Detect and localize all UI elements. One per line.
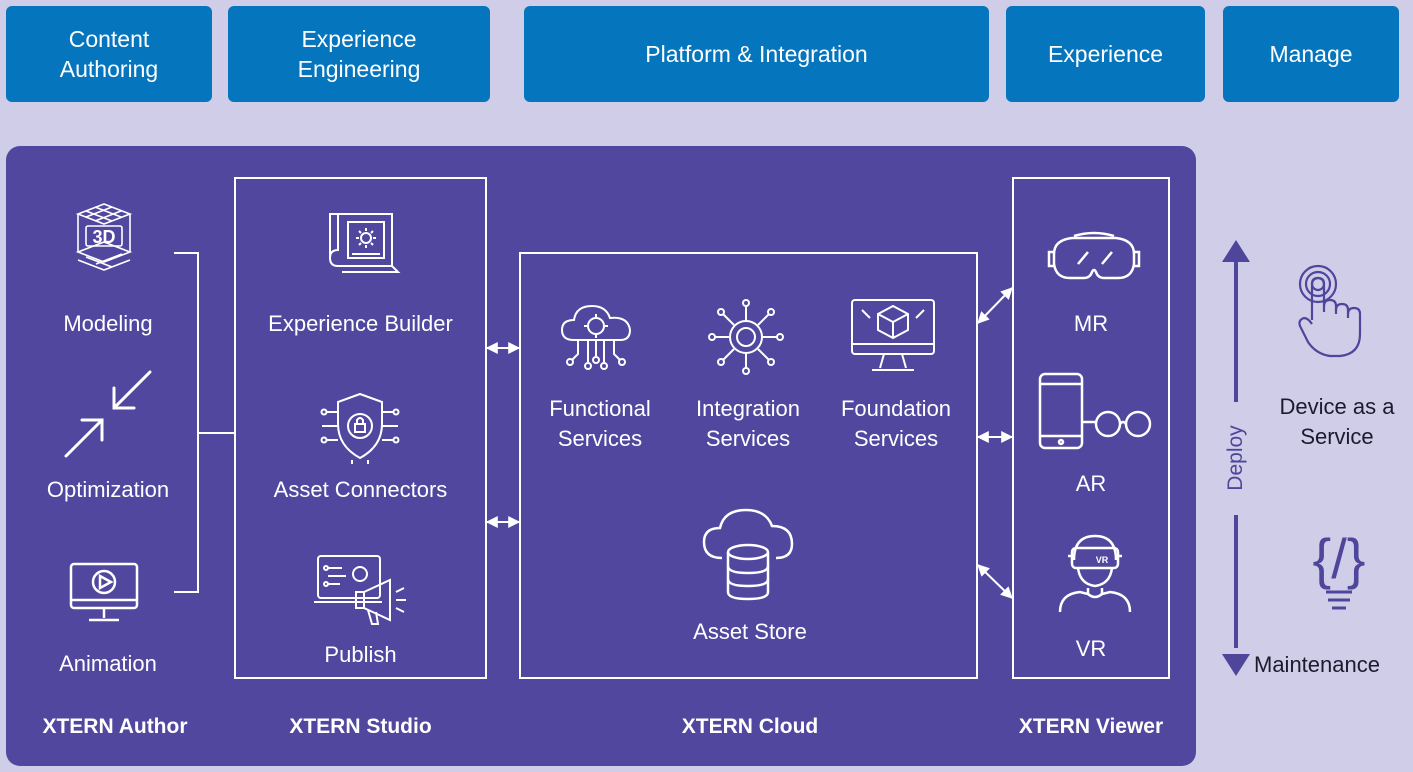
touch-hand-icon bbox=[1298, 264, 1362, 358]
cloud-integration-services: Integration Services bbox=[696, 396, 800, 451]
security-shield-gear-icon bbox=[320, 392, 400, 464]
cloud-asset-store: Asset Store bbox=[693, 619, 807, 644]
ar-phone-glasses-icon bbox=[1038, 372, 1152, 450]
mr-headset-icon bbox=[1047, 231, 1141, 280]
foundation-monitor-cube-icon bbox=[851, 299, 935, 371]
architecture-panel bbox=[6, 146, 1196, 766]
tab-platform-integration[interactable]: Platform & Integration bbox=[524, 6, 989, 102]
viewer-item-vr: VR bbox=[1075, 636, 1107, 661]
tab-content-authoring[interactable]: Content Authoring bbox=[6, 6, 212, 102]
integration-hub-icon bbox=[708, 299, 784, 375]
tab-experience-engineering[interactable]: Experience Engineering bbox=[228, 6, 490, 102]
vr-person-headset-icon: VR bbox=[1058, 534, 1132, 613]
3d-label: 3D bbox=[92, 227, 115, 247]
device-as-a-service-label: Device as a Service bbox=[1279, 394, 1395, 449]
deploy-label: Deploy bbox=[1224, 425, 1247, 491]
author-item-optimization: Optimization bbox=[46, 477, 170, 502]
video-monitor-icon bbox=[69, 562, 139, 622]
author-item-animation: Animation bbox=[59, 651, 157, 676]
viewer-box bbox=[1012, 177, 1170, 679]
studio-item-asset-connectors: Asset Connectors bbox=[273, 477, 448, 502]
cloud-box bbox=[519, 252, 978, 679]
svg-text:Deploy: Deploy bbox=[1224, 425, 1247, 491]
compress-arrows-icon bbox=[64, 370, 152, 458]
code-bulb-icon: {/} bbox=[1313, 527, 1366, 610]
studio-item-experience-builder: Experience Builder bbox=[268, 311, 453, 336]
cloud-functional-services: Functional Services bbox=[549, 396, 651, 451]
viewer-title: XTERN Viewer bbox=[1018, 715, 1164, 738]
maintenance-label: Maintenance bbox=[1254, 652, 1380, 677]
blueprint-scroll-icon bbox=[329, 213, 401, 273]
viewer-item-mr: MR bbox=[1073, 311, 1109, 336]
vr-badge-text: VR bbox=[1096, 555, 1109, 565]
3d-cube-icon: 3D bbox=[75, 203, 133, 271]
database-cloud-icon bbox=[702, 508, 794, 601]
cloud-title: XTERN Cloud bbox=[681, 715, 819, 738]
cloud-gear-circuit-icon bbox=[560, 304, 632, 370]
tab-experience[interactable]: Experience bbox=[1006, 6, 1205, 102]
publish-megaphone-icon bbox=[314, 555, 406, 625]
studio-box bbox=[234, 177, 487, 679]
tab-manage[interactable]: Manage bbox=[1223, 6, 1399, 102]
svg-text:{/}: {/} bbox=[1313, 527, 1366, 590]
author-title: XTERN Author bbox=[42, 715, 188, 738]
cloud-foundation-services: Foundation Services bbox=[840, 396, 952, 451]
author-item-modeling: Modeling bbox=[63, 311, 153, 336]
viewer-item-ar: AR bbox=[1075, 471, 1107, 496]
studio-item-publish: Publish bbox=[324, 642, 397, 667]
studio-title: XTERN Studio bbox=[289, 715, 432, 738]
